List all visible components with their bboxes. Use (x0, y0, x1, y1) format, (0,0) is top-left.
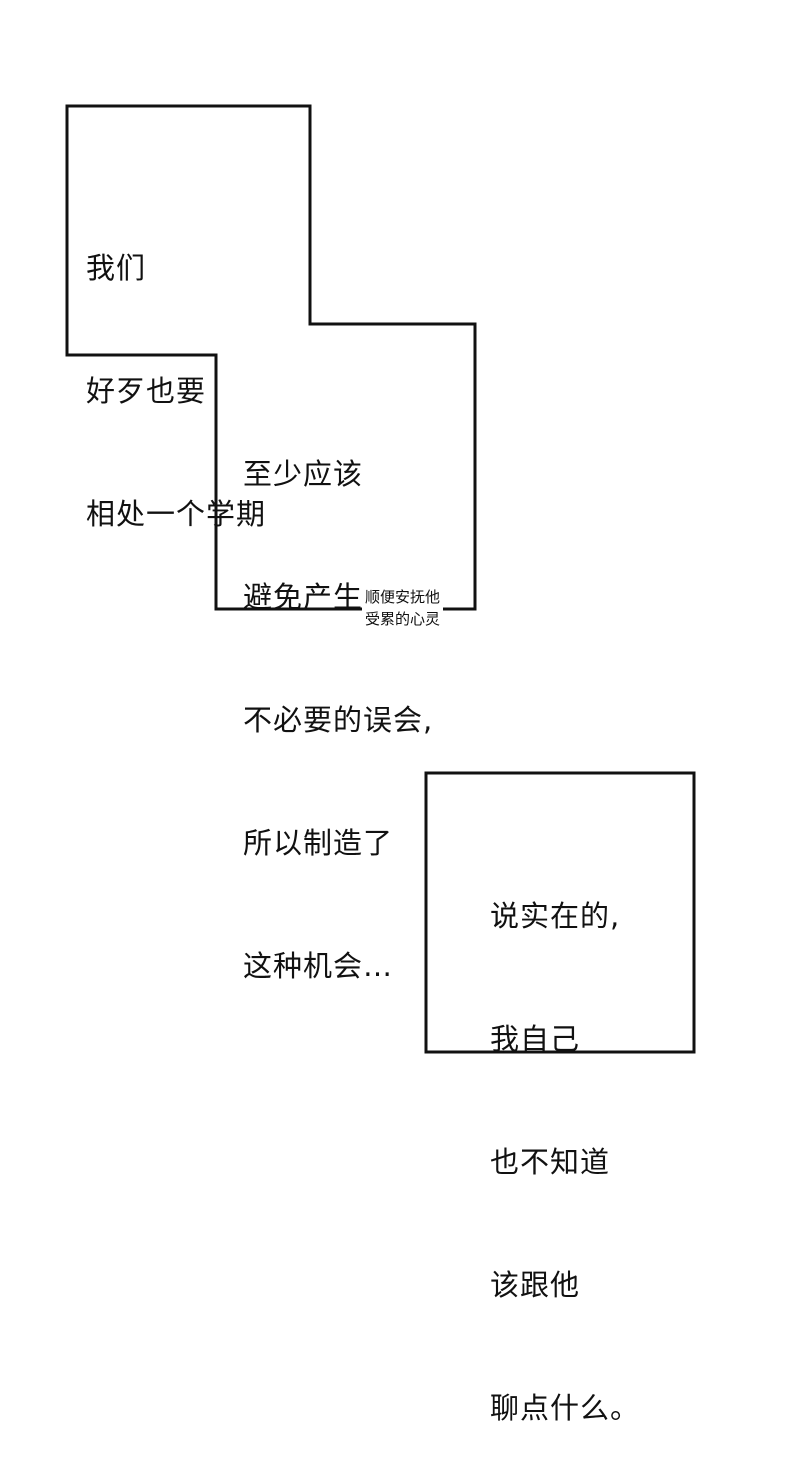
caption-line: 我自己 (490, 1022, 581, 1056)
caption-line: 聊点什么。 (490, 1391, 641, 1425)
side-note-line: 顺便安抚他 (365, 588, 441, 606)
side-note-line: 受累的心灵 (365, 610, 441, 628)
caption-text-1: 我们 好歹也要 相处一个学期 (86, 166, 266, 576)
caption-text-3: 说实在的, 我自己 也不知道 该跟他 聊点什么。 (490, 814, 640, 1470)
caption-line: 避免产生 (243, 580, 364, 614)
caption-line: 好歹也要 (86, 374, 207, 408)
side-note: 顺便安抚他 受累的心灵 (362, 586, 444, 630)
caption-frames (65, 104, 696, 1054)
caption-box-stepped (65, 104, 477, 611)
caption-line: 说实在的, (490, 899, 621, 933)
caption-line: 这种机会… (243, 949, 394, 983)
caption-line: 所以制造了 (243, 826, 394, 860)
caption-line: 相处一个学期 (86, 497, 267, 531)
caption-box-lower (424, 771, 696, 1054)
caption-text-2: 至少应该 避免产生 不必要的误会, 所以制造了 这种机会… (243, 372, 433, 1028)
caption-line: 该跟他 (490, 1268, 581, 1302)
caption-line: 至少应该 (243, 457, 364, 491)
caption-line: 我们 (86, 251, 147, 285)
caption-line: 不必要的误会, (243, 703, 434, 737)
caption-line: 也不知道 (490, 1145, 611, 1179)
